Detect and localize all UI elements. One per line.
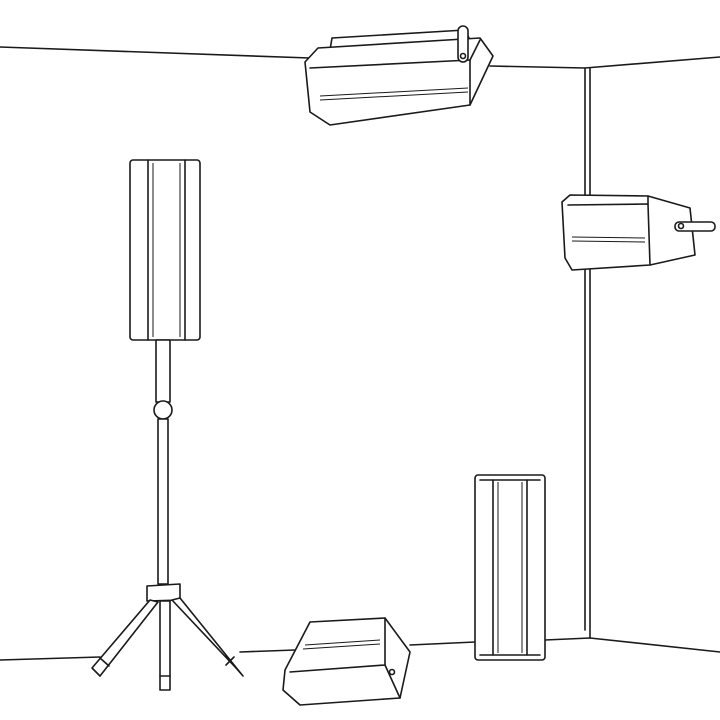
speaker-tripod-stand bbox=[91, 339, 244, 691]
ceiling-mounted-speaker bbox=[304, 25, 494, 126]
wall-mounted-speaker bbox=[561, 194, 716, 271]
floor-monitor-speaker bbox=[282, 617, 411, 706]
floor-column-speaker bbox=[474, 474, 546, 661]
room-outline bbox=[0, 46, 720, 661]
stand-mounted-column-speaker bbox=[129, 159, 201, 341]
